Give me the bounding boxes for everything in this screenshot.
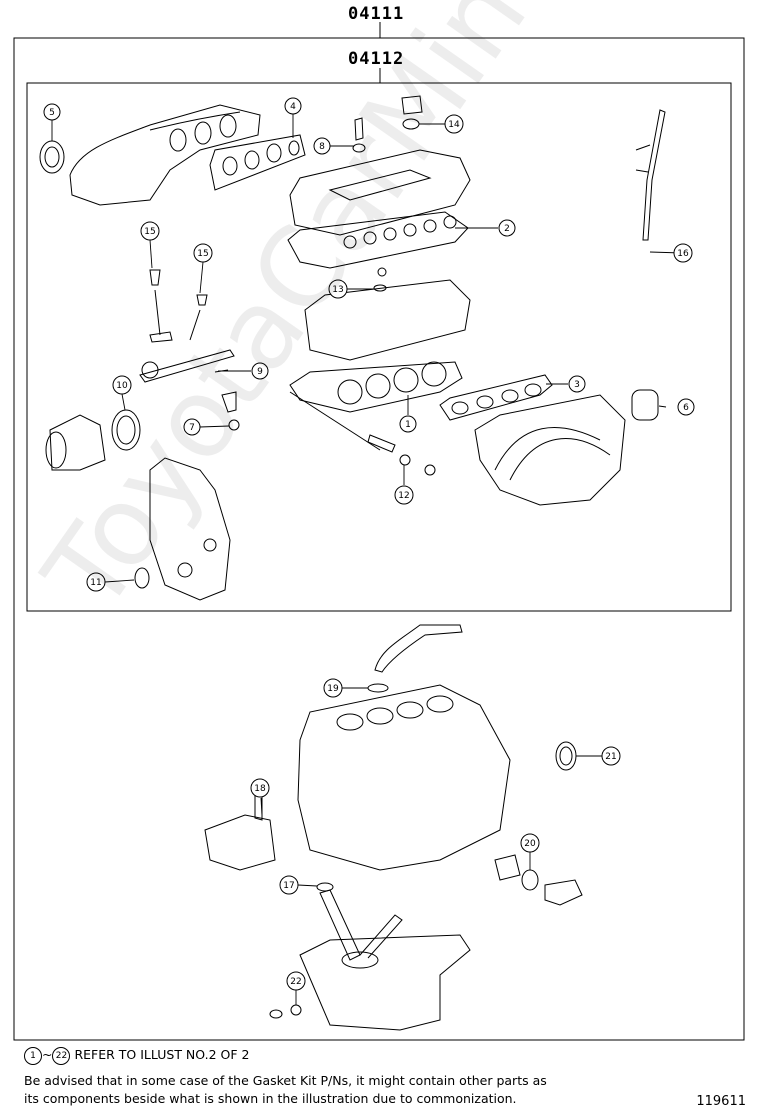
intake-manifold <box>474 394 626 506</box>
svg-text:3: 3 <box>574 380 580 390</box>
callout-3: 3 <box>568 375 586 393</box>
refer-end-callout: 22 <box>52 1046 71 1065</box>
svg-text:9: 9 <box>257 367 263 377</box>
svg-text:20: 20 <box>524 839 536 849</box>
callout-5: 5 <box>43 103 61 121</box>
intake-manifold-gasket <box>439 374 553 421</box>
callout-11: 11 <box>86 572 106 592</box>
svg-text:1: 1 <box>405 420 411 430</box>
timing-chain-cover <box>149 457 231 601</box>
svg-text:7: 7 <box>189 423 195 433</box>
inner-kit-frame <box>26 82 732 612</box>
callout-9: 9 <box>251 362 269 380</box>
head-cover <box>289 149 471 236</box>
exhaust-ring-gasket <box>39 140 65 174</box>
callout-14: 14 <box>444 114 464 134</box>
oil-pan <box>299 914 471 1031</box>
advisory-line-2: its components beside what is shown in t… <box>24 1091 517 1106</box>
callout-15a: 15 <box>140 221 160 241</box>
svg-text:19: 19 <box>327 684 339 694</box>
callout-21: 21 <box>601 746 621 766</box>
svg-text:11: 11 <box>90 578 101 588</box>
refer-start-callout: 1 <box>24 1046 42 1065</box>
inner-kit-number[interactable]: 04112 <box>348 49 405 69</box>
front-oil-seal <box>134 567 150 589</box>
exhaust-manifold <box>69 104 261 206</box>
outer-kit-frame <box>13 37 745 1041</box>
svg-text:4: 4 <box>290 102 296 112</box>
callout-6: 6 <box>677 398 695 416</box>
oil-level-gauge-guide <box>374 624 463 673</box>
svg-text:16: 16 <box>677 249 689 259</box>
svg-text:12: 12 <box>398 491 409 501</box>
refer-text: REFER TO ILLUST NO.2 OF 2 <box>74 1047 250 1062</box>
svg-text:15: 15 <box>197 249 208 259</box>
callout-8: 8 <box>313 137 331 155</box>
callout-22: 22 <box>286 971 306 991</box>
callout-12: 12 <box>394 485 414 505</box>
water-pump <box>49 414 106 471</box>
svg-text:18: 18 <box>254 784 266 794</box>
svg-text:15: 15 <box>144 227 155 237</box>
water-pump-gasket <box>111 409 141 451</box>
illustration-number: 119611 <box>696 1094 746 1109</box>
svg-text:5: 5 <box>49 108 55 118</box>
exhaust-manifold-gasket <box>209 134 306 191</box>
svg-text:2: 2 <box>504 224 510 234</box>
callout-10: 10 <box>112 375 132 395</box>
svg-text:14: 14 <box>448 120 460 130</box>
callout-4: 4 <box>284 97 302 115</box>
callout-16: 16 <box>673 243 693 263</box>
callout-20: 20 <box>520 833 540 853</box>
oil-filter-bracket <box>204 814 276 871</box>
head-cover-gasket <box>287 211 469 269</box>
svg-text:6: 6 <box>683 403 689 413</box>
svg-text:21: 21 <box>605 752 616 762</box>
svg-text:13: 13 <box>332 285 343 295</box>
cylinder-head-gasket <box>289 361 463 451</box>
advisory-line-1: Be advised that in some case of the Gask… <box>24 1073 547 1088</box>
svg-text:10: 10 <box>116 381 128 391</box>
svg-text:17: 17 <box>283 881 294 891</box>
callout-15b: 15 <box>193 243 213 263</box>
cylinder-block <box>297 684 511 871</box>
callout-17: 17 <box>279 875 299 895</box>
callout-1: 1 <box>399 415 417 433</box>
callout-2: 2 <box>498 219 516 237</box>
callout-19: 19 <box>323 678 343 698</box>
dipstick-guide <box>642 109 666 241</box>
rear-oil-seal <box>555 741 577 771</box>
svg-text:8: 8 <box>319 142 325 152</box>
throttle-body-gasket <box>631 389 659 421</box>
callout-13: 13 <box>328 279 348 299</box>
refer-separator: ~ <box>42 1047 53 1062</box>
svg-text:22: 22 <box>290 977 301 987</box>
refer-note: 1~22 REFER TO ILLUST NO.2 OF 2 <box>24 1046 249 1065</box>
cylinder-head <box>304 267 471 361</box>
oil-filler-cap <box>401 95 423 115</box>
outer-kit-number[interactable]: 04111 <box>348 4 405 24</box>
callout-18: 18 <box>250 778 270 798</box>
callout-7: 7 <box>183 418 201 436</box>
